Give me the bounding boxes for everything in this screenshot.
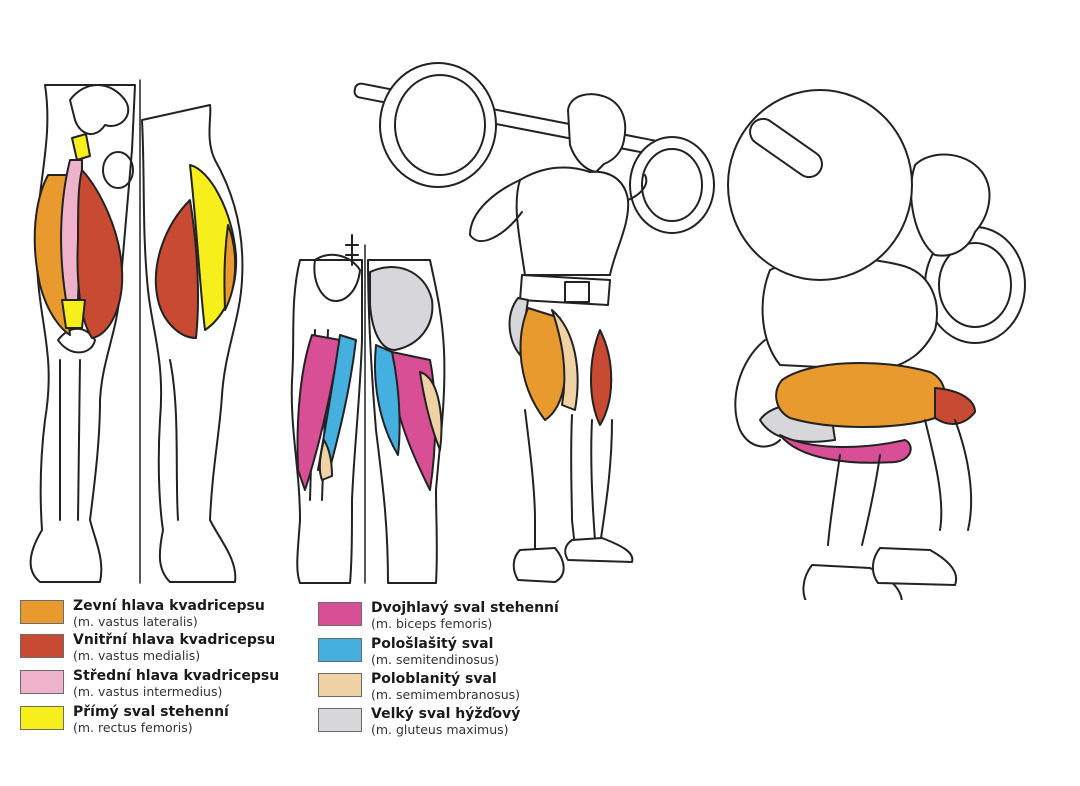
legend-muscle-name: Zevní hlava kvadricepsu (73, 598, 265, 614)
front-left-rectus-femoris-tendon (61, 299, 86, 329)
standing-right-plate-inner (641, 148, 703, 222)
legend-item-biceps-femoris: Dvojhlavý sval stehenní (m. biceps femor… (318, 600, 559, 632)
squat-hamstring-muscle (779, 434, 912, 464)
squat-left-plate (727, 89, 913, 281)
spine-bone (345, 234, 359, 266)
legend-latin-name: (m. vastus lateralis) (73, 614, 198, 629)
legend-latin-name: (m. gluteus maximus) (371, 722, 509, 737)
standing-head (567, 93, 627, 173)
squat-muscles-illustration (29, 62, 1026, 600)
rear-pelvis-bone (313, 253, 361, 302)
legend-latin-name: (m. rectus femoris) (73, 720, 193, 735)
front-right-vastus-medialis (154, 199, 199, 339)
legend-swatch (20, 670, 64, 694)
legend-item-vastus-lateralis: Zevní hlava kvadricepsu (m. vastus later… (20, 598, 265, 630)
legend-swatch (318, 602, 362, 626)
legend-muscle-name: Přímý sval stehenní (73, 704, 229, 720)
standing-left-plate-inner (394, 74, 486, 176)
legend-swatch (318, 673, 362, 697)
standing-right-shoe (564, 537, 634, 563)
front-thigh-anatomy (29, 79, 244, 584)
legend-item-semitendinosus: Pološlašitý sval (m. semitendinosus) (318, 636, 499, 668)
standing-left-shoe (512, 547, 565, 583)
legend-muscle-name: Dvojhlavý sval stehenní (371, 600, 559, 616)
legend-item-rectus-femoris: Přímý sval stehenní (m. rectus femoris) (20, 704, 229, 736)
front-right-lateral-edge (223, 224, 237, 311)
legend-swatch (20, 634, 64, 658)
front-hip-tendon (71, 133, 91, 161)
legend-swatch (20, 706, 64, 730)
standing-right-plate (629, 136, 715, 234)
femur-head (102, 151, 134, 189)
squat-head (910, 153, 991, 257)
legend-muscle-name: Velký sval hýžďový (371, 706, 521, 722)
standing-left-plate (379, 62, 497, 188)
squat-back-outline (734, 339, 781, 448)
rear-right-semitendinosus (373, 344, 401, 456)
squat-thigh-medialis (934, 387, 976, 425)
front-left-shin-bone (59, 359, 81, 521)
standing-belt-buckle (564, 281, 590, 303)
legend-swatch (318, 708, 362, 732)
squat-right-shoe (872, 547, 958, 586)
squat-bar-end (749, 117, 823, 179)
legend-item-vastus-intermedius: Střední hlava kvadricepsu (m. vastus int… (20, 668, 279, 700)
legend-latin-name: (m. vastus intermedius) (73, 684, 223, 699)
squat-thigh-lateral (775, 362, 947, 428)
squatting-barbell-figure (727, 89, 1026, 600)
legend-swatch (318, 638, 362, 662)
legend-latin-name: (m. biceps femoris) (371, 616, 493, 631)
standing-barbell-figure (353, 62, 715, 583)
standing-torso (515, 166, 630, 276)
rear-thigh-anatomy (290, 234, 446, 584)
standing-legs-outline (524, 409, 613, 551)
legend-latin-name: (m. semitendinosus) (371, 652, 500, 667)
legend-latin-name: (m. semimembranosus) (371, 687, 521, 702)
legend-item-gluteus-maximus: Velký sval hýžďový (m. gluteus maximus) (318, 706, 520, 738)
legend-item-vastus-medialis: Vnitřní hlava kvadricepsu (m. vastus med… (20, 632, 275, 664)
squat-right-plate-inner (938, 242, 1012, 328)
front-right-shin (169, 359, 179, 521)
rear-gluteus-maximus (369, 266, 434, 351)
standing-thigh-medialis (590, 329, 613, 426)
legend-muscle-name: Vnitřní hlava kvadricepsu (73, 632, 276, 648)
standing-thigh-rectus (551, 309, 579, 411)
legend-muscle-name: Střední hlava kvadricepsu (73, 668, 280, 684)
squat-lower-legs (827, 419, 973, 546)
rear-right-semimembranosus (419, 371, 443, 451)
standing-left-arm (469, 179, 523, 242)
rear-left-semimembranosus (318, 439, 333, 481)
legend-swatch (20, 600, 64, 624)
legend-muscle-name: Poloblanitý sval (371, 671, 497, 687)
legend-latin-name: (m. vastus medialis) (73, 648, 201, 663)
front-left-vastus-medialis (76, 169, 124, 339)
legend-item-semimembranosus: Poloblanitý sval (m. semimembranosus) (318, 671, 520, 703)
legend-muscle-name: Pološlašitý sval (371, 636, 494, 652)
standing-right-arm (627, 174, 648, 201)
pelvis-bone (69, 84, 130, 135)
